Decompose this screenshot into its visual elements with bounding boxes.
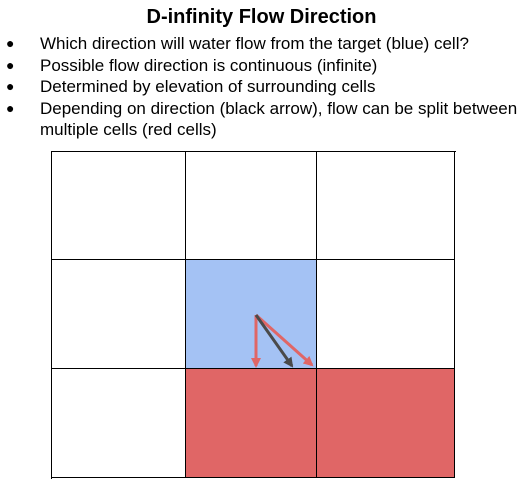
bullet-item-3: ● Determined by elevation of surrounding… <box>0 76 523 98</box>
bullet-text-3: Determined by elevation of surrounding c… <box>40 77 376 96</box>
bullet-dot-icon: ● <box>6 78 15 94</box>
bullet-list: ● Which direction will water flow from t… <box>0 33 523 141</box>
bullet-text-1: Which direction will water flow from the… <box>40 34 469 53</box>
flow-grid <box>51 151 456 479</box>
grid-cell-r2c1 <box>52 260 186 369</box>
grid-cell-r1c2 <box>186 152 317 260</box>
grid-cell-r1c1 <box>52 152 186 260</box>
bullet-dot-icon: ● <box>6 99 15 116</box>
bullet-text-4: Depending on direction (black arrow), fl… <box>40 98 518 140</box>
bullet-item-4: ● Depending on direction (black arrow), … <box>0 98 523 141</box>
slide-title: D-infinity Flow Direction <box>146 6 377 28</box>
bullet-item-1: ● Which direction will water flow from t… <box>0 33 523 55</box>
grid-cell-r1c3 <box>317 152 455 260</box>
bullet-text-2: Possible flow direction is continuous (i… <box>40 55 378 75</box>
bullet-dot-icon: ● <box>6 35 15 51</box>
target-cell <box>186 260 317 369</box>
grid-cell-r2c3 <box>317 260 455 369</box>
receiving-cell-southeast <box>317 369 455 478</box>
bullet-item-2: ● Possible flow direction is continuous … <box>0 55 523 77</box>
grid-cell-r3c1 <box>52 369 186 478</box>
bullet-dot-icon: ● <box>6 56 15 73</box>
receiving-cell-south <box>186 369 317 478</box>
